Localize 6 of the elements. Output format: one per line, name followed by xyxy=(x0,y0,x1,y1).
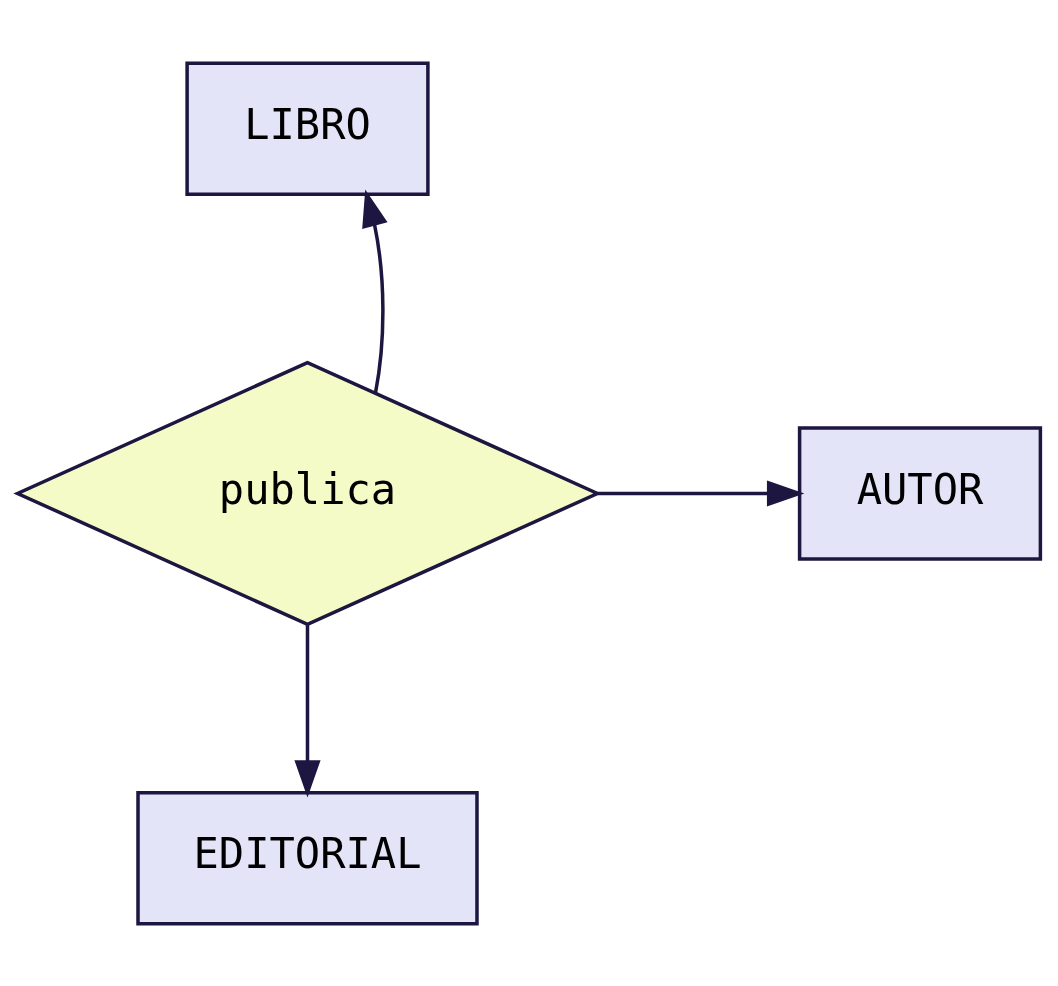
arrow xyxy=(597,479,805,507)
node-box: AUTOR xyxy=(797,425,1043,561)
node-box: LIBRO xyxy=(185,61,430,196)
arrow xyxy=(294,624,321,798)
arrow xyxy=(362,189,388,393)
node-box: EDITORIAL xyxy=(136,790,479,925)
